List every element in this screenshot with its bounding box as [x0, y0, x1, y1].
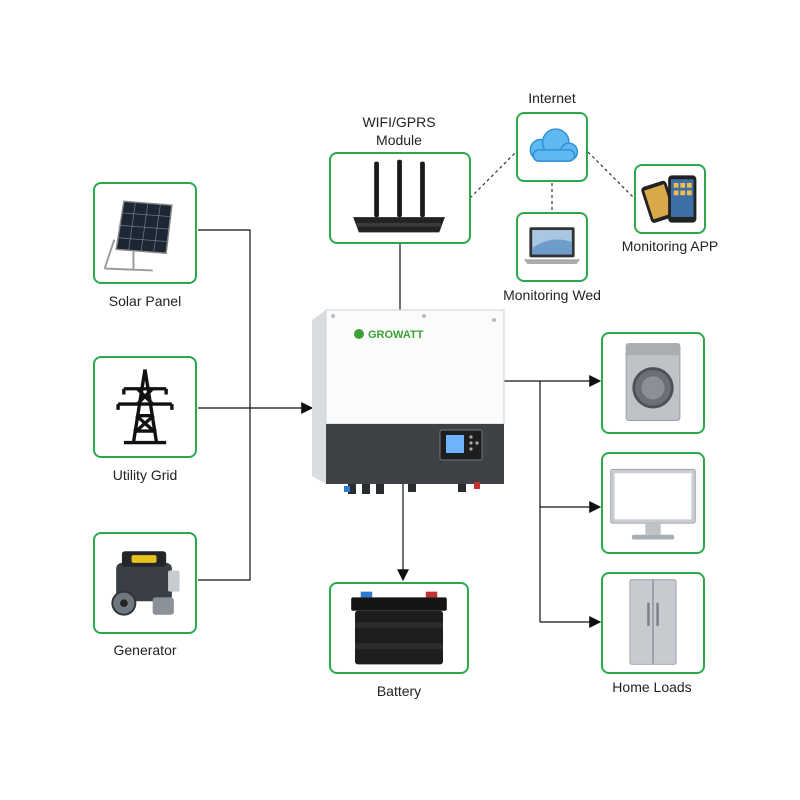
wifi-module-label-line2: Module	[376, 132, 422, 148]
internet-box	[516, 112, 588, 182]
wifi-module-label-line1: WIFI/GPRS	[362, 114, 436, 130]
solar-wire	[198, 229, 251, 581]
washing-machine-box	[601, 332, 705, 434]
home-loads-label: Home Loads	[612, 679, 692, 695]
wifi-module-box	[329, 152, 471, 244]
monitoring-app-label: Monitoring APP	[621, 238, 719, 254]
laptop-icon	[523, 227, 581, 264]
router-icon	[353, 159, 445, 233]
inverter-brand: GROWATT	[368, 329, 424, 341]
internet-label: Internet	[528, 90, 576, 106]
solar-panel-label: Solar Panel	[108, 293, 182, 309]
solar-panel-box	[93, 182, 197, 284]
utility-grid-label: Utility Grid	[112, 467, 178, 483]
internet-link-wifi	[469, 151, 517, 199]
inverter: GROWATT	[312, 309, 505, 494]
monitoring-web-box	[516, 212, 588, 282]
generator-box	[93, 532, 197, 634]
refrigerator-box	[601, 572, 705, 674]
battery-box	[329, 582, 469, 674]
washing-machine-icon	[625, 343, 681, 421]
refrigerator-icon	[629, 579, 677, 665]
growatt-logo-icon	[354, 329, 364, 339]
monitoring-app-box	[634, 164, 706, 234]
cloud-icon	[529, 128, 579, 162]
utility-grid-box	[93, 356, 197, 458]
transmission-tower-icon	[116, 369, 174, 445]
engine-icon	[111, 551, 180, 616]
monitor-box	[601, 452, 705, 554]
smartphone-icon	[641, 175, 697, 223]
solar-panel-icon	[103, 200, 173, 272]
monitor-icon	[610, 468, 696, 540]
car-battery-icon	[351, 591, 447, 665]
battery-label: Battery	[376, 683, 422, 699]
internet-link-app	[587, 151, 635, 199]
generator-label: Generator	[113, 642, 177, 658]
monitoring-web-label: Monitoring Wed	[503, 287, 601, 303]
